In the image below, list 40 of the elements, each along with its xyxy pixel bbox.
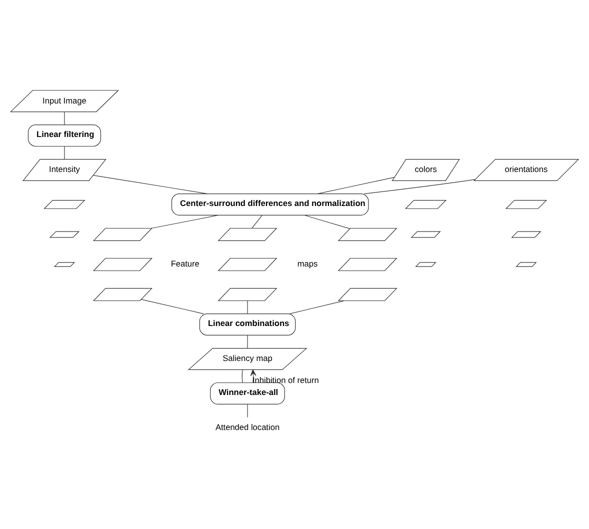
connector xyxy=(247,404,248,418)
node-parallelogram xyxy=(516,262,537,267)
edge-label: Inhibition of return xyxy=(252,374,319,385)
connector xyxy=(141,299,204,314)
connector xyxy=(151,214,219,229)
node-parallelogram xyxy=(410,231,441,238)
node-parallelogram xyxy=(338,228,398,242)
connector xyxy=(64,146,65,160)
node-box: Winner-take-all xyxy=(210,382,285,404)
node-parallelogram xyxy=(54,262,76,267)
node-parallelogram xyxy=(92,228,152,242)
node-parallelogram xyxy=(92,288,152,302)
label: maps xyxy=(297,258,318,269)
connector xyxy=(247,334,248,349)
connector xyxy=(289,300,344,314)
label: Feature xyxy=(170,258,200,269)
node-parallelogram xyxy=(44,200,86,209)
node-box: Linear combinations xyxy=(199,314,296,336)
node-parallelogram xyxy=(338,258,398,272)
node-parallelogram xyxy=(218,288,278,302)
connector xyxy=(92,174,208,194)
node-box: Center-surround differences and normalization xyxy=(171,193,369,216)
connector xyxy=(364,179,476,194)
connector xyxy=(252,215,262,229)
node-parallelogram xyxy=(218,258,278,272)
node-parallelogram xyxy=(404,200,447,209)
node-parallelogram xyxy=(505,200,548,209)
node-box: Linear filtering xyxy=(28,124,102,147)
connector xyxy=(304,214,350,229)
connector xyxy=(242,369,243,384)
connector xyxy=(247,300,248,314)
connector xyxy=(317,177,395,194)
node-parallelogram xyxy=(415,262,436,267)
node-parallelogram xyxy=(49,231,80,238)
node-parallelogram xyxy=(338,288,398,302)
connector xyxy=(64,112,65,126)
node-parallelogram xyxy=(511,231,542,238)
node-text: Attended location xyxy=(215,422,280,432)
node-parallelogram xyxy=(92,258,152,272)
node-parallelogram xyxy=(218,228,278,242)
